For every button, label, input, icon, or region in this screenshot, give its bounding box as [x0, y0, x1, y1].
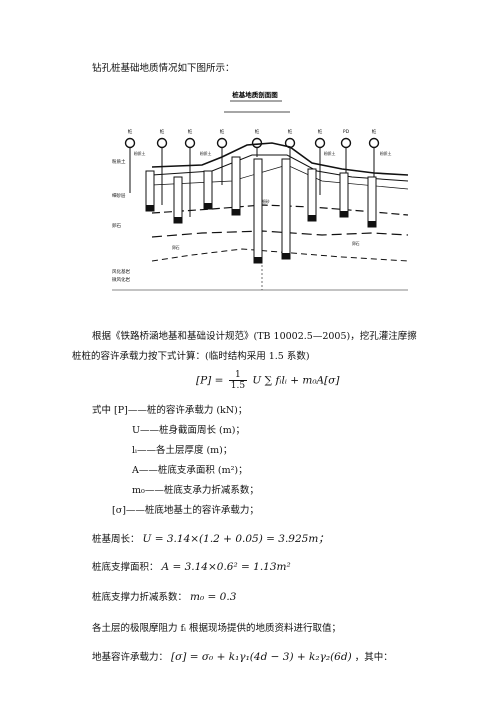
formula-rhs: U ∑ fᵢlᵢ + m₀A[σ]	[252, 374, 340, 387]
col-label-9: 桩	[372, 128, 377, 135]
col-label-3: 桩	[188, 128, 193, 135]
col-label-5: 桩	[255, 128, 260, 135]
stratum-label-4: 风化基岩	[112, 268, 130, 275]
fraction-numerator: 1	[228, 370, 248, 381]
geology-section-drawing: 桩基地质剖面图 桩 桩 桩 桩 桩 桩 桩 PD	[112, 90, 409, 291]
calc4-suffix: ，其中：	[354, 652, 393, 663]
fraction-denominator: 1.5	[230, 381, 246, 391]
def-line-3: lᵢ——各土层厚度 (m)；	[132, 445, 233, 456]
main-formula: [P] = 1 1.5 U ∑ fᵢlᵢ + m₀A[σ]	[196, 370, 340, 391]
def-line-5: m₀——桩底支承力折减系数；	[132, 485, 259, 496]
calc3-formula: m₀ = 0.3	[190, 591, 237, 603]
friction-line: 各土层的极限摩阻力 fᵢ 根据现场提供的地质资料进行取值；	[92, 623, 341, 634]
calc2: 桩底支撑面积： A = 3.14×0.6² = 1.13m²	[92, 560, 291, 575]
calc4: 地基容许承载力： [σ] = σ₀ + k₁γ₁(4d − 3) + k₂γ₂(…	[92, 650, 393, 665]
col-label-2: 桩	[160, 128, 165, 135]
def-line-6: [σ]——桩底地基土的容许承载力；	[112, 505, 259, 516]
stratum-label-5: 微风化岩	[112, 276, 130, 283]
def-line-4: A——桩底支承面积 (m²)；	[132, 465, 248, 476]
stratum-label-3: 卵石	[112, 222, 121, 229]
col-label-8: PD	[343, 129, 350, 135]
inline-label-2: 粉质土	[200, 151, 212, 156]
para1-line1: 根据《铁路桥涵地基和基础设计规范》(TB 10002.5—2005)，挖孔灌注摩…	[92, 331, 417, 342]
figure-title: 桩基地质剖面图	[232, 90, 278, 99]
stratum-label-2: 细砂层	[112, 192, 126, 199]
calc1: 桩基周长： U = 3.14×(1.2 + 0.05) = 3.925m；	[92, 532, 329, 547]
para1-line2: 桩桩的容许承载力按下式计算：(临时结构采用 1.5 系数)	[72, 351, 310, 362]
calc3-label: 桩底支撑力折减系数：	[92, 592, 188, 603]
def-line-1: 式中 [P]——桩的容许承载力 (kN)；	[92, 405, 248, 416]
formula-fraction: 1 1.5	[228, 370, 248, 391]
inline-label-1: 粉质土	[134, 151, 146, 156]
inline-label-3: 卵石	[172, 245, 180, 250]
inline-label-7: 粉质土	[380, 151, 392, 156]
calc2-label: 桩底支撑面积：	[92, 562, 159, 573]
inline-label-6: 卵石	[352, 241, 360, 246]
calc3: 桩底支撑力折减系数： m₀ = 0.3	[92, 590, 236, 605]
calc4-formula: [σ] = σ₀ + k₁γ₁(4d − 3) + k₂γ₂(6d)	[171, 651, 352, 663]
def-line-2: U——桩身截面周长 (m)；	[132, 425, 245, 436]
calc1-label: 桩基周长：	[92, 534, 140, 545]
formula-lhs: [P] =	[196, 374, 224, 387]
col-label-7: 桩	[318, 128, 323, 135]
col-label-6: 桩	[288, 128, 293, 135]
col-label-4: 桩	[220, 128, 225, 135]
calc4-label: 地基容许承载力：	[92, 652, 169, 663]
intro-text: 钻孔桩基础地质情况如下图所示：	[92, 63, 235, 74]
col-label-1: 桩	[128, 128, 133, 135]
inline-label-4: 细砂	[262, 199, 270, 204]
calc1-formula: U = 3.14×(1.2 + 0.05) = 3.925m；	[142, 533, 329, 545]
geology-figure: 桩基地质剖面图 桩 桩 桩 桩 桩 桩 桩 PD	[112, 85, 412, 310]
inline-label-5: 粉质土	[324, 151, 336, 156]
stratum-label-1: 粉质土	[112, 158, 126, 165]
calc2-formula: A = 3.14×0.6² = 1.13m²	[161, 561, 291, 573]
